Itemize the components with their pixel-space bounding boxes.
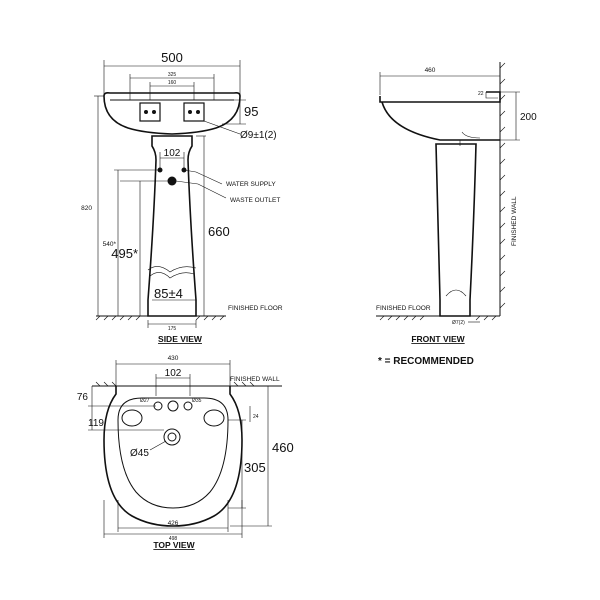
top-bowl-depth-label: 305 [244,460,266,475]
front-depth-label: 460 [425,67,436,74]
top-wall-label: FINISHED WALL [230,376,280,383]
side-view: 500 325 160 95 Ø9±1(2) [81,50,283,344]
front-wall-label: FINISHED WALL [511,196,518,246]
side-supply-height-label: 540* [103,241,117,248]
side-waste-outlet-label: WASTE OUTLET [230,197,280,204]
side-rim-depth-label: 95 [244,104,258,119]
front-floor-label: FINISHED FLOOR [376,305,431,312]
side-waste-height-label: 495* [111,246,138,261]
side-tap-spacing-label: 325 [168,72,177,78]
top-tap-hole-left-label: Ø27 [140,398,150,404]
top-small-dim-label: 24 [253,414,259,420]
front-view-title: FRONT VIEW [411,334,465,344]
front-bowl-depth-label: 200 [520,112,537,123]
top-drain-label: Ø45 [130,448,149,459]
side-width-label: 500 [161,50,183,65]
side-view-title: SIDE VIEW [158,334,203,344]
side-floor-label: FINISHED FLOOR [228,305,283,312]
side-base-depth-label: 175 [168,326,177,332]
top-view: 430 102 FINISHED WALL Ø27 Ø35 Ø45 [77,355,294,550]
top-inner-width-label: 426 [168,520,179,527]
front-view: 460 FINISHED WALL 22 200 [376,62,537,367]
side-rim-height-label: 660 [208,224,230,239]
top-depth-label: 460 [272,440,294,455]
top-width-label: 430 [168,355,179,362]
top-view-title: TOP VIEW [153,540,195,550]
side-pipe-spacing-label: 102 [164,148,181,159]
top-outer-width-label: 498 [169,536,178,542]
top-tap-hole-right-label: Ø35 [192,398,202,404]
front-fixing-label: Ø7(2) [452,320,465,326]
side-hole-dia-label: Ø9±1(2) [240,130,277,141]
top-back-offset-label: 76 [77,392,89,403]
top-hole-offset-label: 119 [88,418,104,429]
top-tap-spacing-label: 102 [165,368,182,379]
side-water-supply-label: WATER SUPPLY [226,181,276,188]
side-base-width-label: 85±4 [154,286,183,301]
side-tap-inner-label: 160 [168,80,177,86]
recommended-note: * = RECOMMENDED [378,356,474,367]
side-total-height-label: 820 [81,205,92,212]
front-radius-label: 22 [478,91,484,97]
